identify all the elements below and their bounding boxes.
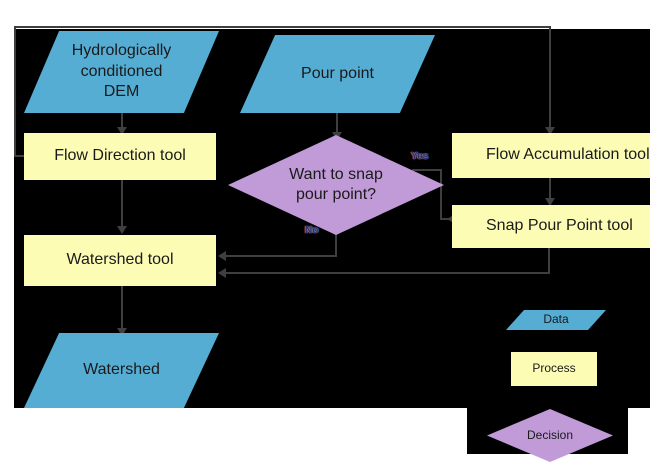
arrowhead-into-watershed-tool-top (117, 226, 127, 234)
edge-flowdirection-to-flowaccum-vertical-right (549, 26, 551, 129)
node-label: Watershed tool (66, 251, 174, 269)
arrowhead-into-flow-direction (117, 127, 127, 135)
edge-flowdirection-to-flowaccum-vertical-left (14, 26, 16, 156)
edge-dem-to-flowdirection (121, 112, 123, 130)
node-flow-accumulation-tool[interactable]: Flow Accumulation tool (452, 133, 650, 178)
node-watershed-tool[interactable]: Watershed tool (24, 235, 216, 286)
edge-pourpoint-to-decision (336, 113, 338, 135)
edge-flowdirection-to-watershedtool (121, 180, 123, 228)
edge-flowdirection-to-flowaccum-top (14, 26, 551, 28)
edge-flowaccum-to-snappourpoint (549, 178, 551, 200)
edge-snap-to-watershedtool-horizontal (225, 272, 550, 274)
edge-flowdirection-to-flowaccum-left-stub (14, 155, 28, 157)
arrowhead-into-watershed-tool-right-lower (218, 268, 226, 278)
node-label: Flow Direction tool (54, 147, 186, 165)
node-snap-pour-point-tool[interactable]: Snap Pour Point tool (452, 205, 650, 248)
edge-label-yes: Yes (411, 151, 429, 162)
node-label: Snap Pour Point tool (486, 217, 633, 235)
node-label: Pour point (301, 64, 374, 82)
edge-yes-into-snap (440, 218, 450, 220)
arrowhead-into-watershed (117, 328, 127, 336)
node-label: Want to snap pour point? (289, 165, 383, 203)
edge-yes-horizontal (412, 169, 442, 171)
node-flow-direction-tool[interactable]: Flow Direction tool (24, 133, 216, 180)
edge-label-no: No (305, 225, 319, 236)
arrowhead-into-flow-accumulation (545, 127, 555, 135)
node-label: Watershed (83, 361, 160, 379)
arrowhead-into-snap-pour-point (545, 198, 555, 206)
legend-item-process: Process (511, 352, 597, 386)
edge-no-horizontal (225, 255, 337, 257)
arrowhead-into-snap-pour-point-left (447, 214, 455, 224)
node-label: Hydrologically conditioned DEM (71, 42, 172, 101)
edge-watershedtool-to-watershed (121, 285, 123, 330)
legend-process-label: Process (532, 361, 576, 376)
arrowhead-into-watershed-tool-right-upper (218, 251, 226, 261)
legend-decision-label: Decision (526, 427, 574, 442)
edge-snap-to-watershedtool-vertical (548, 238, 550, 274)
node-label: Flow Accumulation tool (486, 146, 650, 164)
edge-yes-vertical (440, 169, 442, 219)
legend-data-label: Data (543, 312, 569, 327)
